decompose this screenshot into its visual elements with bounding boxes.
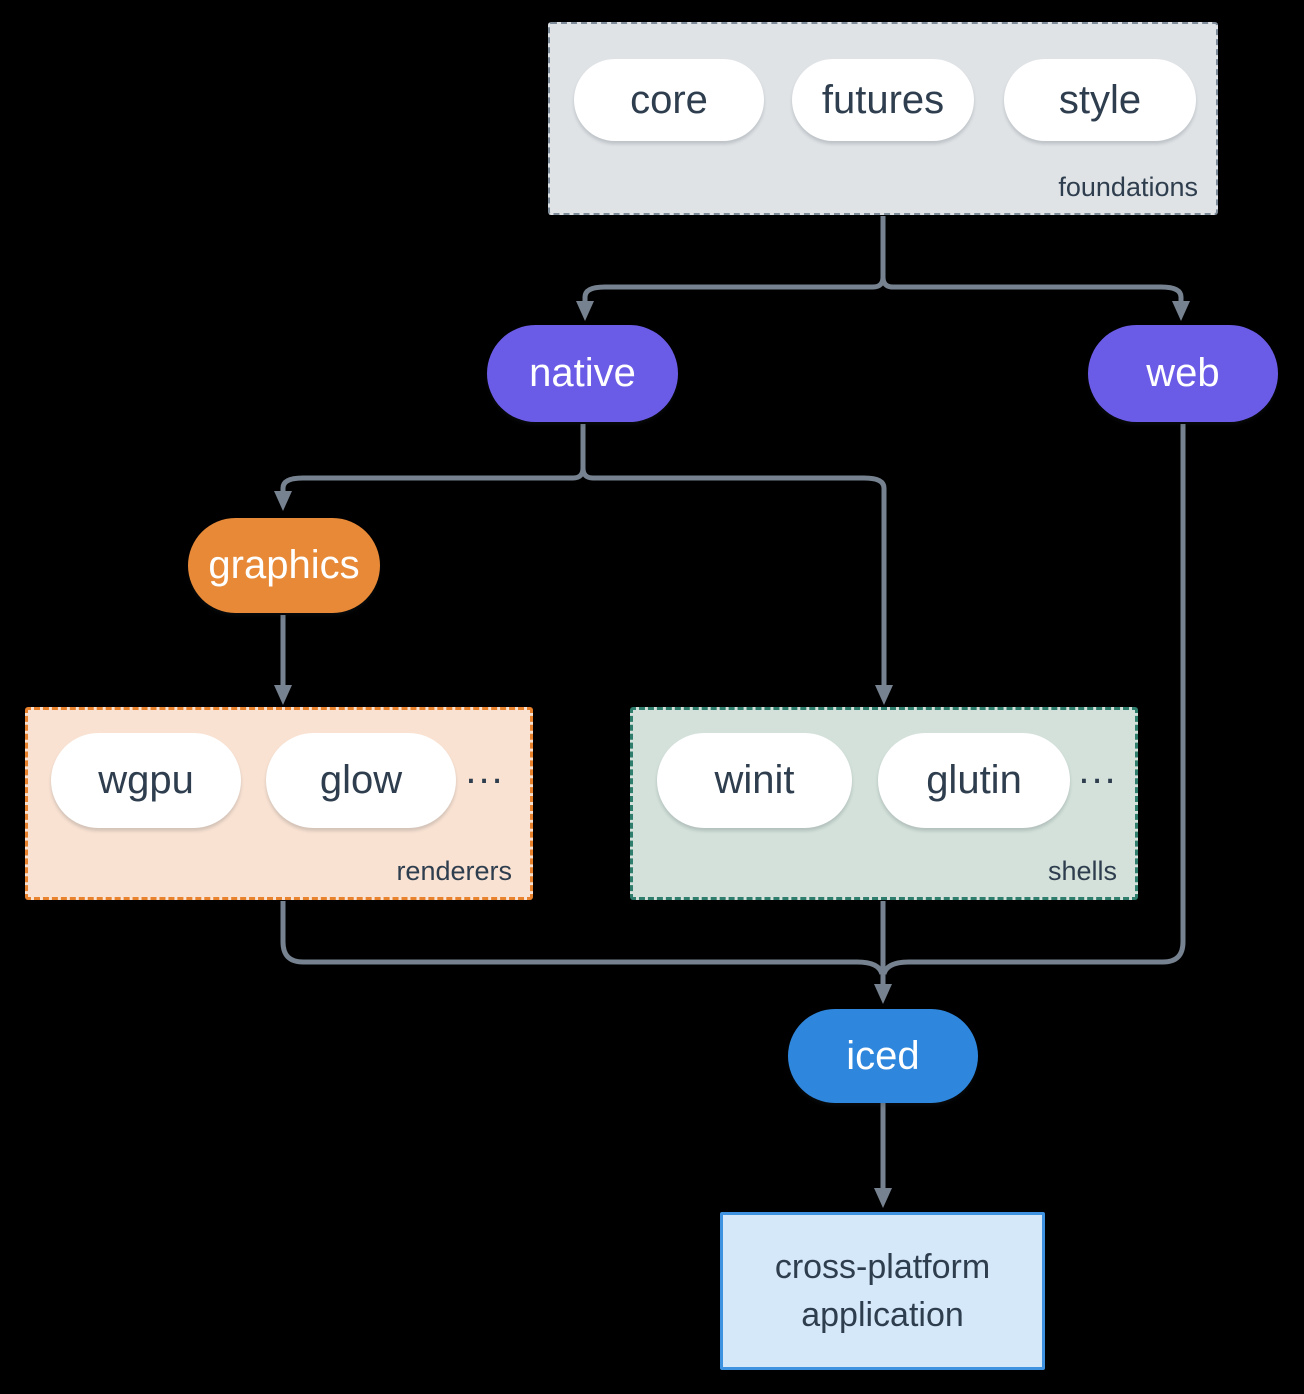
edge-native-shells — [580, 467, 893, 705]
node-graphics: graphics — [188, 518, 380, 613]
node-futures: futures — [792, 59, 974, 141]
node-style: style — [1004, 59, 1196, 141]
node-application-label-line1: cross-platform — [774, 1247, 991, 1286]
node-web-label: web — [1146, 351, 1220, 395]
node-glutin-label: glutin — [926, 758, 1022, 802]
node-wgpu-label: wgpu — [98, 758, 194, 802]
group-shells: winit glutin shells — [630, 707, 1138, 900]
node-wgpu: wgpu — [51, 733, 241, 828]
node-application: cross-platform application — [720, 1212, 1045, 1370]
node-core-label: core — [630, 77, 708, 122]
node-glow: glow — [266, 733, 456, 828]
node-futures-label: futures — [821, 77, 945, 122]
node-style-label: style — [1058, 77, 1142, 122]
node-native-label: native — [529, 351, 636, 395]
node-native: native — [487, 325, 678, 422]
group-renderers: wgpu glow renderers — [25, 707, 533, 900]
node-application-label-line2: application — [801, 1296, 964, 1334]
node-glutin: glutin — [878, 733, 1070, 828]
edge-foundations-native — [576, 216, 886, 321]
group-renderers-label: renderers — [396, 856, 512, 886]
renderers-ellipsis: ... — [465, 747, 505, 792]
node-iced: iced — [788, 1009, 978, 1103]
node-web: web — [1088, 325, 1278, 422]
node-graphics-label: graphics — [208, 543, 360, 587]
node-glow-label: glow — [319, 758, 403, 802]
group-shells-label: shells — [1047, 856, 1117, 886]
edge-native-graphics — [274, 424, 586, 511]
node-winit: winit — [657, 733, 852, 828]
shells-ellipsis: ... — [1078, 747, 1118, 792]
edge-foundations-web — [880, 276, 1190, 321]
node-core: core — [574, 59, 764, 141]
group-foundations-label: foundations — [1058, 172, 1198, 202]
node-iced-label: iced — [846, 1033, 920, 1078]
group-foundations: core futures style foundations — [548, 22, 1218, 215]
node-winit-label: winit — [714, 758, 795, 802]
edge-renderers-iced — [280, 901, 885, 975]
